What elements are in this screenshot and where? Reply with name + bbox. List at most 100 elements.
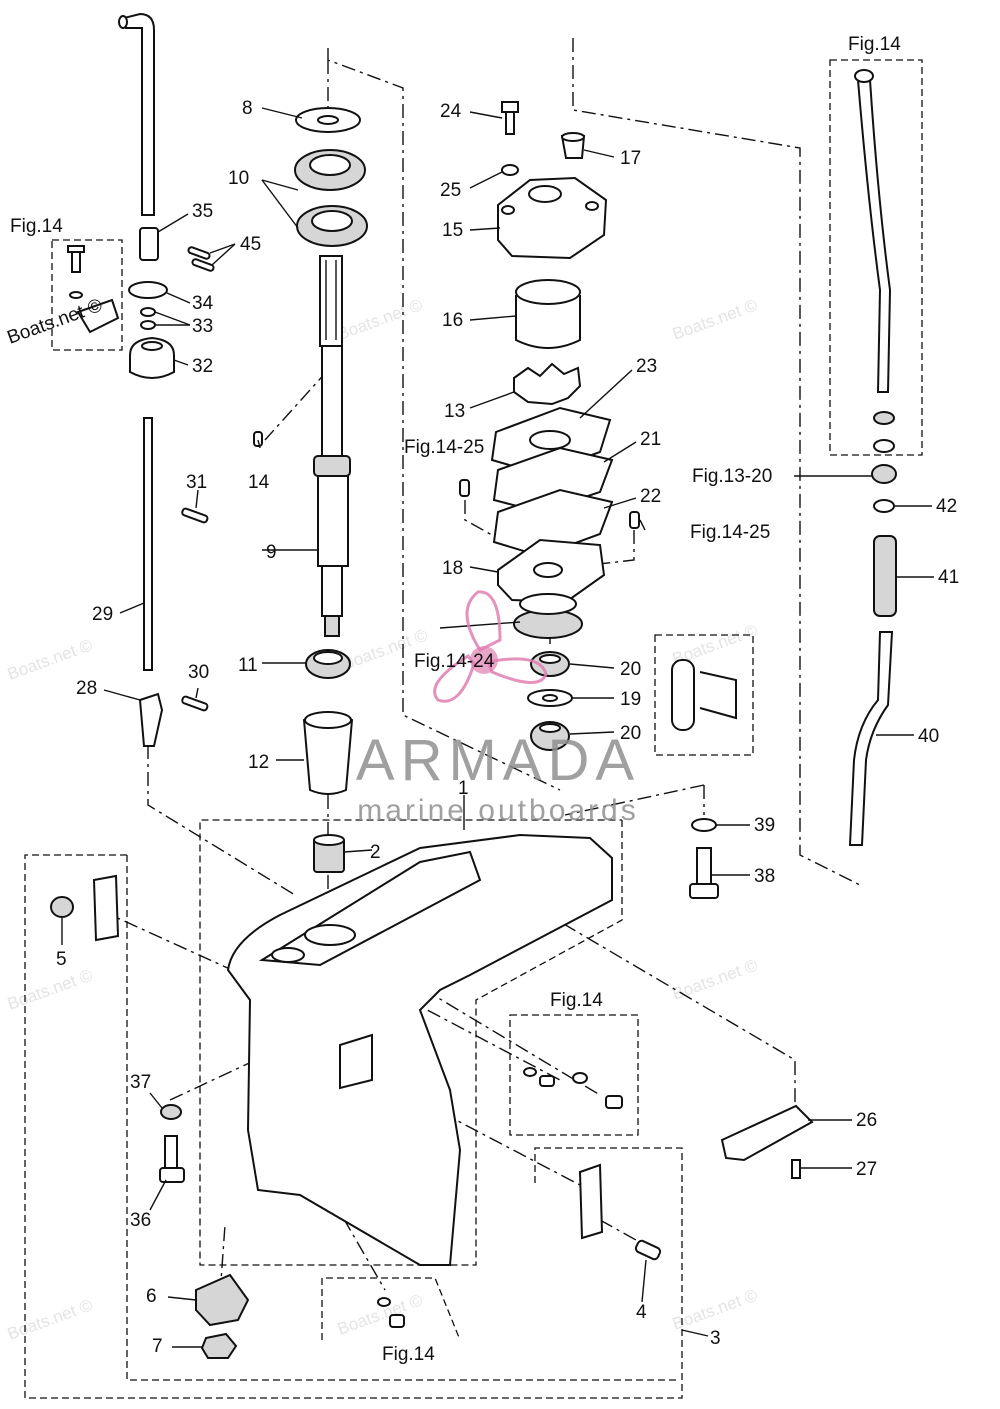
part-label: 14 bbox=[248, 472, 270, 493]
part-label: 26 bbox=[856, 1110, 877, 1131]
part-label: 40 bbox=[918, 726, 939, 747]
part-29-water-tube-upper bbox=[118, 12, 155, 216]
fig14-24-seal bbox=[513, 593, 583, 639]
part-label: 6 bbox=[146, 1286, 157, 1307]
part-4-screw bbox=[634, 1239, 662, 1261]
brand-name: ARMADA bbox=[356, 728, 640, 793]
part-label: 16 bbox=[442, 310, 463, 331]
part-14-pin bbox=[253, 431, 263, 447]
part-label: 33 bbox=[192, 316, 213, 337]
fig-ref-label: Fig.14-25 bbox=[690, 522, 770, 543]
part-label: 7 bbox=[152, 1336, 163, 1357]
fig-ref-label: Fig.13-20 bbox=[692, 466, 772, 487]
part-label: 12 bbox=[248, 752, 269, 773]
part-5-nut bbox=[50, 896, 74, 918]
part-label: 20 bbox=[620, 723, 641, 744]
watermark-text: Boats.net © bbox=[5, 1295, 96, 1343]
part-20-seals bbox=[530, 651, 570, 751]
part-label: 23 bbox=[636, 356, 657, 377]
fig14-box-right bbox=[829, 59, 923, 456]
watermark-text: Boats.net © bbox=[5, 635, 96, 683]
part-42-washer bbox=[873, 499, 895, 513]
part-15-pump-housing bbox=[497, 176, 608, 260]
part-label: 19 bbox=[620, 689, 641, 710]
armada-logo: ARMADA marine outboards bbox=[356, 590, 640, 827]
part-label: 29 bbox=[92, 604, 113, 625]
watermark-text: Boats.net © bbox=[670, 295, 761, 343]
part-label: 15 bbox=[442, 220, 463, 241]
watermark-text: Boats.net © bbox=[335, 295, 426, 343]
propeller-icon bbox=[433, 590, 548, 703]
watermark-text: Boats.net © bbox=[670, 955, 761, 1003]
part-18-pump-plate bbox=[497, 538, 606, 604]
part-label: 17 bbox=[620, 148, 641, 169]
part-16-cartridge bbox=[515, 279, 581, 349]
part-label: 3 bbox=[710, 1328, 721, 1349]
fig14-bolt-plate bbox=[67, 245, 120, 334]
part-11-bearing bbox=[305, 649, 351, 679]
part-label: 28 bbox=[76, 678, 97, 699]
part-label: 5 bbox=[56, 949, 67, 970]
watermark-text: Boats.net © bbox=[670, 1285, 761, 1333]
part-41-grommet bbox=[873, 535, 897, 617]
part-36-bolt bbox=[159, 1135, 185, 1183]
fig-ref-label: Fig.14 bbox=[10, 216, 63, 237]
part-37-washer bbox=[160, 1104, 182, 1120]
part-5-anode-plate bbox=[92, 874, 120, 942]
part-32-grommet bbox=[129, 336, 175, 379]
part-35-grommet bbox=[139, 227, 159, 261]
part-label: 4 bbox=[636, 1302, 647, 1323]
part-label: 37 bbox=[130, 1072, 151, 1093]
part-19-washer bbox=[527, 689, 573, 707]
part-label: 8 bbox=[242, 98, 253, 119]
part-10-bearings bbox=[294, 149, 368, 247]
fig-ref-label: Fig.14 bbox=[382, 1344, 435, 1365]
figure-refs: Fig.14 Fig.14 Fig.14-25 Fig.14-25 Fig.13… bbox=[10, 34, 901, 1365]
part-label: 24 bbox=[440, 101, 462, 122]
part-17-grommet bbox=[560, 132, 586, 159]
watermark-text: Boats.net © bbox=[5, 965, 96, 1013]
propeller-hub-icon bbox=[470, 646, 498, 674]
part-label: 25 bbox=[440, 180, 461, 201]
part-29-rod bbox=[143, 417, 153, 671]
fig-ref-label: Fig.14-24 bbox=[414, 651, 495, 672]
part-label: 20 bbox=[620, 659, 641, 680]
part-label: 36 bbox=[130, 1210, 151, 1231]
part-30-pin bbox=[181, 695, 209, 712]
part-33-rings bbox=[140, 307, 156, 330]
part-3-anode bbox=[578, 1163, 604, 1240]
part-label: 42 bbox=[936, 496, 957, 517]
part-label: 31 bbox=[186, 472, 207, 493]
brand-tagline: marine outboards bbox=[357, 794, 638, 827]
part-26-plate bbox=[720, 1104, 814, 1162]
part-24-bolt bbox=[501, 101, 519, 135]
part-label: 45 bbox=[240, 234, 261, 255]
part-label: 27 bbox=[856, 1159, 877, 1180]
alignment-lines bbox=[99, 38, 861, 1296]
part-40-water-tube bbox=[848, 631, 894, 846]
part-label: 21 bbox=[640, 429, 661, 450]
part-label: 32 bbox=[192, 356, 213, 377]
part-25-washer bbox=[501, 164, 519, 176]
fig13-20-grommet bbox=[871, 464, 897, 484]
fig14-box-small bbox=[654, 634, 754, 756]
part-label: 38 bbox=[754, 866, 775, 887]
part-label: 18 bbox=[442, 558, 463, 579]
part-31-pin bbox=[181, 507, 209, 524]
part-7-nut bbox=[200, 1332, 238, 1359]
part-28-connector bbox=[138, 692, 164, 747]
part-1-gearcase bbox=[226, 833, 613, 1266]
part-39-washer bbox=[691, 818, 717, 832]
part-9-drive-shaft bbox=[313, 255, 351, 637]
fig-ref-label: Fig.14-25 bbox=[404, 437, 484, 458]
part-6-pinion-gear bbox=[195, 1273, 250, 1327]
part-label: 34 bbox=[192, 293, 214, 314]
part-label: 2 bbox=[370, 842, 381, 863]
part-labels: 1 2 3 4 5 6 7 8 9 10 11 12 13 14 15 16 1… bbox=[56, 98, 959, 1357]
part-label: 39 bbox=[754, 815, 775, 836]
fig14-water-tube bbox=[854, 69, 895, 453]
fig14-clip-detail bbox=[671, 659, 737, 731]
fig14-box-left bbox=[51, 239, 123, 351]
